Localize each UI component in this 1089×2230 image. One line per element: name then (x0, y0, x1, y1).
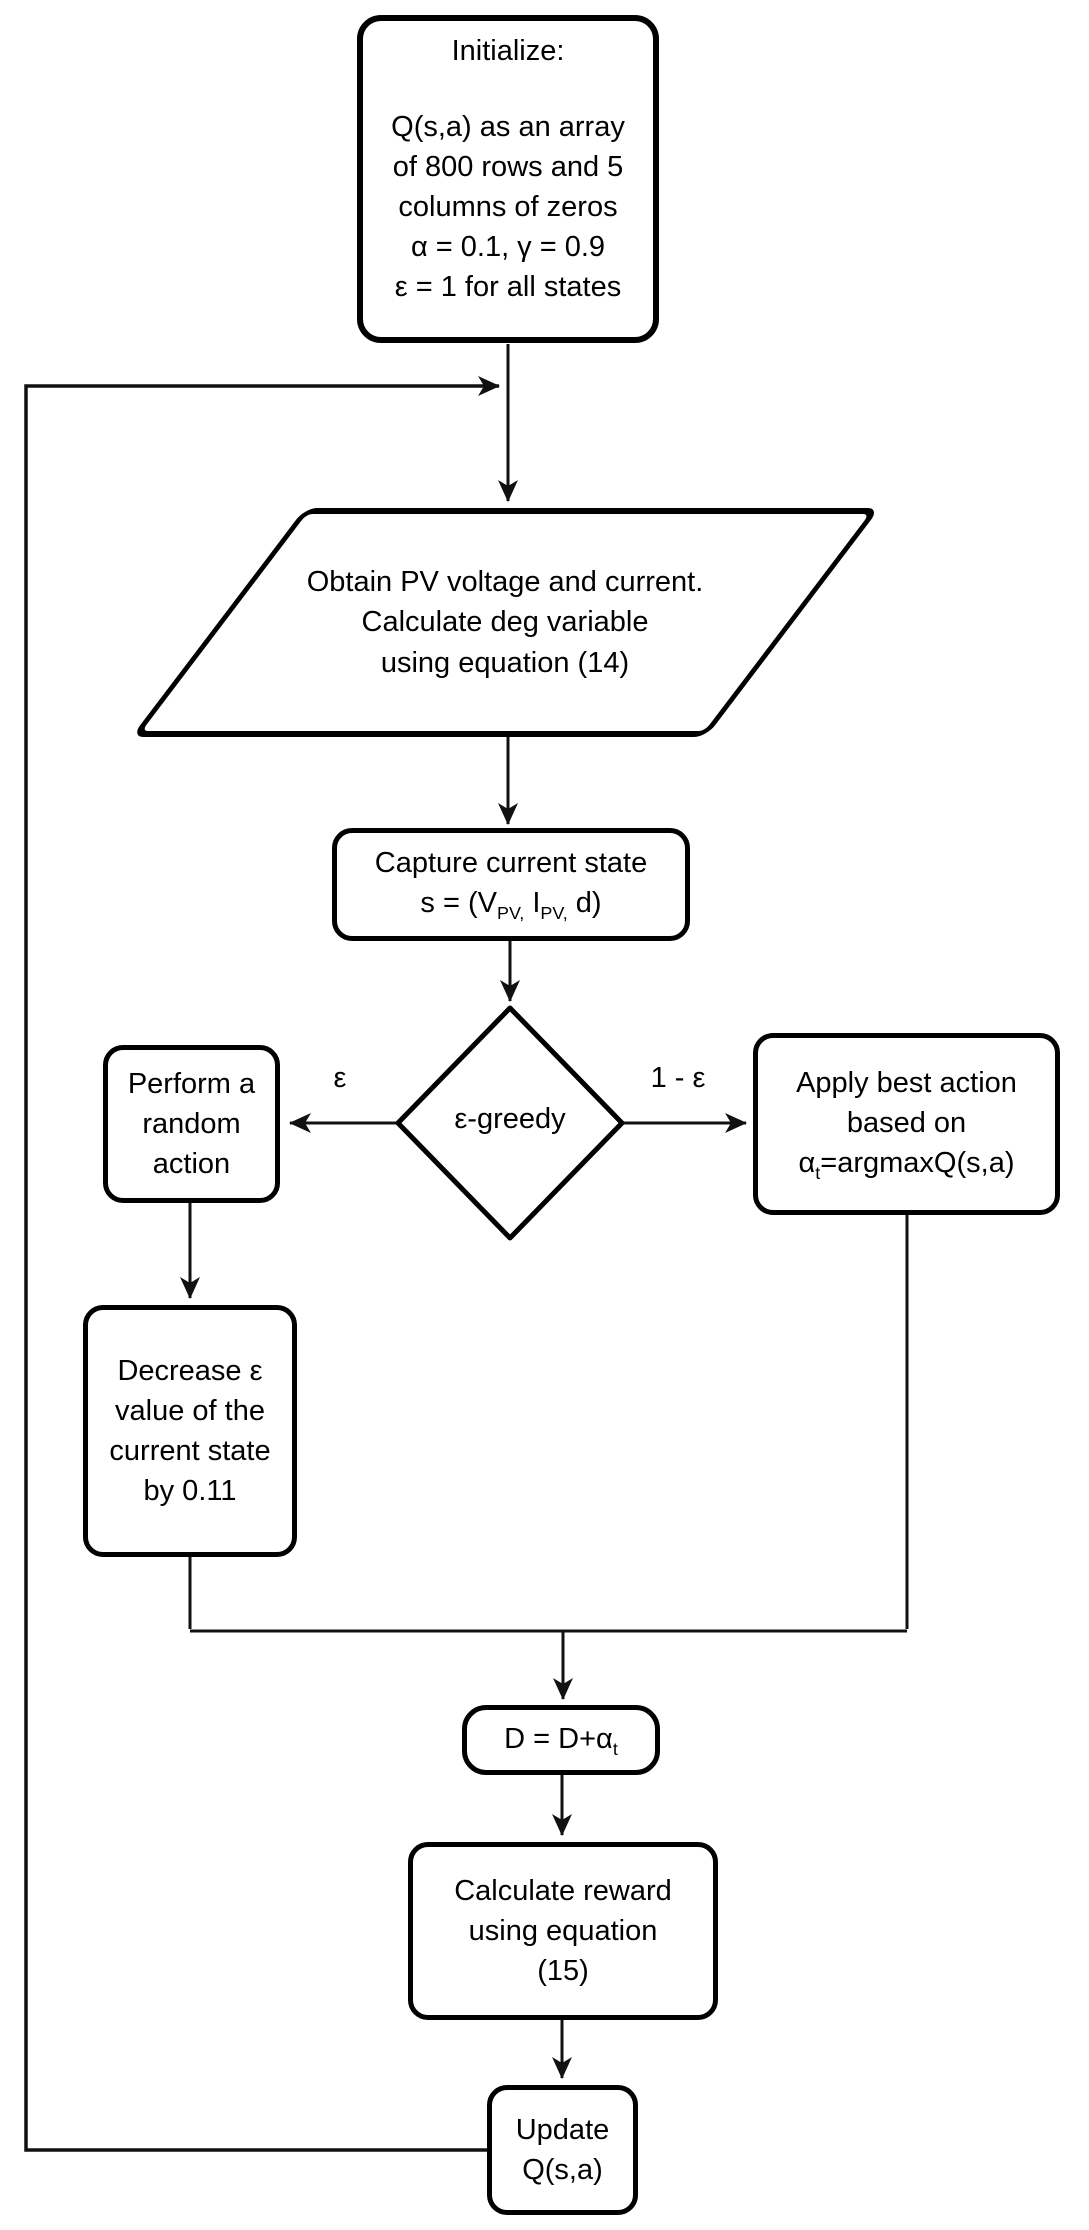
node-duty-update: D = D+αt (462, 1705, 660, 1775)
node-capture-state: Capture current state s = (VPV, IPV, d) (332, 828, 690, 941)
decision-diamond (395, 1005, 625, 1241)
initialize-line: Q(s,a) as an array (391, 111, 625, 144)
branch-label-epsilon: ε (333, 1062, 347, 1094)
perform-line: random (142, 1107, 241, 1140)
duty-equation: D = D+αt (504, 1719, 618, 1762)
capture-eq-part: s = (V (420, 887, 497, 920)
initialize-line: ε = 1 for all states (394, 271, 622, 304)
initialize-line: α = 0.1, γ = 0.9 (410, 231, 606, 264)
apply-equation: αt=argmaxQ(s,a) (799, 1143, 1015, 1186)
duty-eq-sub: t (612, 1738, 618, 1759)
node-perform-random: Perform a random action (103, 1045, 280, 1203)
decrease-line: by 0.11 (143, 1475, 237, 1508)
reward-line: (15) (537, 1955, 589, 1987)
apply-line: based on (846, 1106, 967, 1139)
initialize-line: columns of zeros (398, 191, 618, 224)
capture-eq-part: I (524, 887, 541, 920)
capture-eq-sub: PV, (540, 903, 568, 923)
capture-equation: s = (VPV, IPV, d) (420, 883, 601, 926)
updateq-line: Update (515, 2113, 610, 2146)
decrease-line: current state (109, 1435, 271, 1467)
capture-eq-sub: PV, (496, 903, 525, 923)
obtain-line: Obtain PV voltage and current. (306, 566, 704, 599)
decision-label: ε-greedy (454, 1103, 566, 1135)
loopback-connector (24, 376, 500, 2152)
capture-eq-part: d) (567, 887, 602, 920)
branch-label-one-minus-epsilon: 1 - ε (650, 1062, 706, 1094)
decrease-line: Decrease ε (117, 1354, 263, 1387)
perform-line: action (152, 1148, 231, 1180)
apply-line: Apply best action (796, 1066, 1017, 1099)
node-calc-reward: Calculate reward using equation (15) (408, 1842, 718, 2020)
capture-line: Capture current state (374, 847, 648, 880)
obtain-line: Calculate deg variable (361, 606, 649, 639)
node-decrease-epsilon: Decrease ε value of the current state by… (83, 1305, 297, 1557)
perform-line: Perform a (127, 1067, 256, 1100)
reward-line: Calculate reward (454, 1874, 672, 1907)
initialize-title: Initialize: (451, 35, 565, 67)
updateq-line: Q(s,a) (522, 2154, 603, 2186)
initialize-line: of 800 rows and 5 (392, 151, 624, 184)
obtain-line: using equation (14) (380, 646, 630, 679)
duty-eq-part: D = D+α (504, 1722, 613, 1755)
apply-eq-part: α (798, 1146, 816, 1179)
apply-eq-sub: t (815, 1162, 821, 1183)
node-apply-best: Apply best action based on αt=argmaxQ(s,… (753, 1033, 1060, 1215)
reward-line: using equation (468, 1914, 658, 1947)
node-obtain-input: Obtain PV voltage and current. Calculate… (205, 508, 805, 737)
node-initialize: Initialize: Q(s,a) as an array of 800 ro… (357, 15, 659, 343)
node-update-q: Update Q(s,a) (487, 2085, 638, 2215)
decrease-line: value of the (115, 1394, 265, 1427)
apply-eq-part: =argmaxQ(s,a) (820, 1146, 1015, 1179)
